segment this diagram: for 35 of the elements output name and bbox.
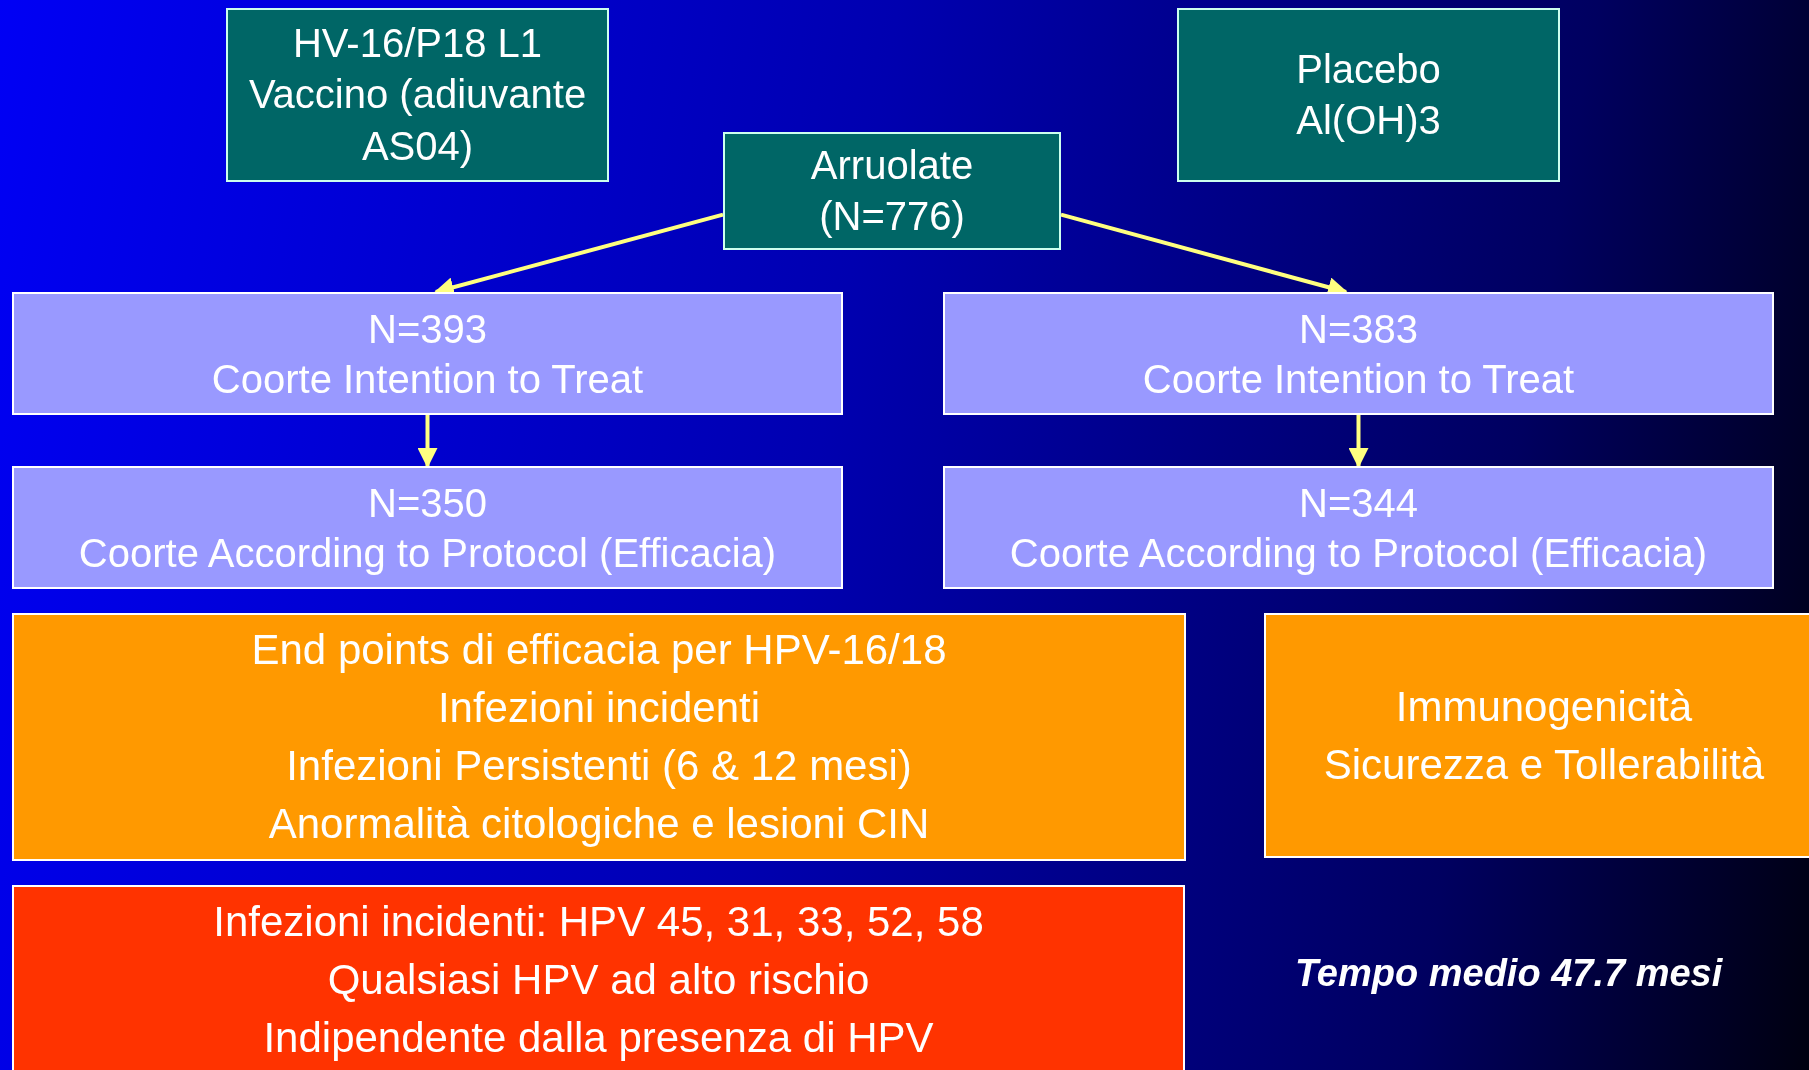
box-text: Infezioni incidenti: HPV 45, 31, 33, 52, 58: [213, 897, 984, 947]
group-box: [723, 132, 1061, 250]
group-box: [226, 8, 609, 182]
cohort-box: [12, 466, 843, 589]
box-text: Al(OH)3: [1296, 97, 1441, 144]
endpoint-box: [12, 885, 1185, 1070]
box-text: Arruolate: [810, 141, 974, 189]
arrow: [417, 415, 438, 468]
group-box: [1177, 8, 1560, 182]
box-text: HV-16/P18 L1 Vaccino (adiuvante AS04): [247, 20, 588, 170]
box-text: End points di efficacia per HPV-16/18: [251, 625, 947, 676]
note-text: Tempo medio 47.7 mesi: [1295, 952, 1723, 995]
box-text: Coorte According to Protocol (Efficacia): [78, 529, 777, 577]
box-text: Anormalità citologiche e lesioni CIN: [268, 798, 930, 849]
box-text: Immunogenicità: [1395, 681, 1693, 732]
box-text: Coorte Intention to Treat: [1142, 355, 1575, 403]
box-text: N=393: [368, 305, 487, 353]
cohort-box: [943, 466, 1774, 589]
box-text: Placebo: [1296, 45, 1441, 93]
box-text: Infezioni incidenti: [437, 683, 761, 734]
cohort-box: [943, 292, 1774, 415]
box-text: Coorte According to Protocol (Efficacia): [1009, 529, 1708, 577]
box-text: Coorte Intention to Treat: [211, 355, 644, 403]
arrow: [1348, 415, 1369, 468]
endpoint-box: [12, 613, 1186, 861]
box-text: Sicurezza e Tollerabilità: [1323, 739, 1765, 790]
cohort-box: [12, 292, 843, 415]
box-text: Qualsiasi HPV ad alto rischio: [327, 954, 870, 1005]
box-text: N=383: [1299, 305, 1418, 353]
box-text: (N=776): [819, 193, 965, 240]
box-text: N=350: [368, 479, 487, 527]
box-text: N=344: [1299, 479, 1418, 527]
box-text: Infezioni Persistenti (6 & 12 mesi): [286, 741, 912, 791]
box-text: Indipendente dalla presenza di HPV: [263, 1012, 934, 1063]
endpoint-box: [1264, 613, 1809, 858]
